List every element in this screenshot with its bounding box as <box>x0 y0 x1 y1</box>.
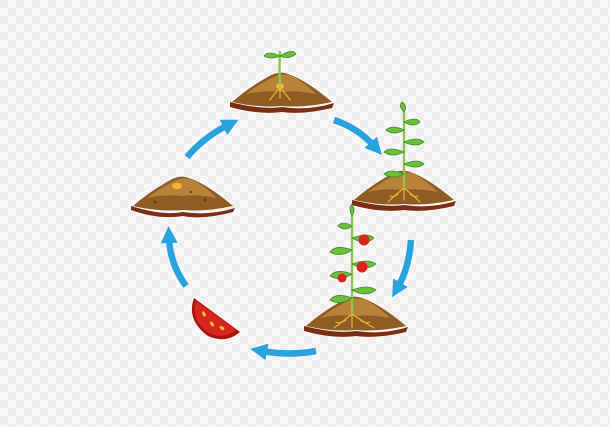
arrow-sprout-to-young-plant <box>332 116 382 155</box>
tomato-fruit-icon <box>358 234 370 246</box>
tomato-fruit-icon <box>356 261 368 273</box>
cycle-arrows <box>160 116 415 361</box>
arrow-young-to-fruiting-plant <box>392 239 415 298</box>
tomato-slice-icon <box>191 298 240 340</box>
soil-mound-with-seed-icon <box>131 176 235 218</box>
tomato-fruit-icon <box>337 273 347 283</box>
sprouting-seedling-icon <box>230 50 334 113</box>
arrow-seed-to-sprout <box>184 119 239 160</box>
arrow-slice-to-seed <box>160 226 189 288</box>
tomato-plant-with-fruit-icon <box>304 203 408 337</box>
arrow-fruiting-to-slice <box>250 343 317 361</box>
young-tomato-plant-icon <box>352 101 456 211</box>
